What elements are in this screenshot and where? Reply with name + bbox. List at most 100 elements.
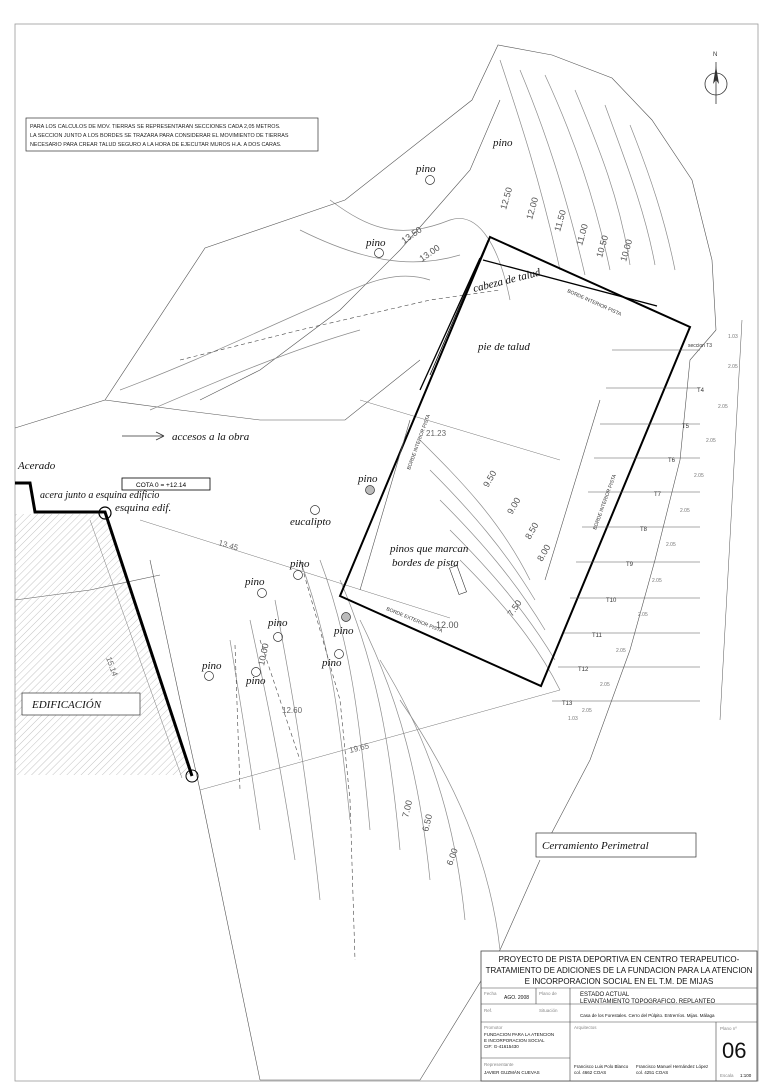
label-seccion-t3: seccion T3 [688,343,712,349]
label-cerramiento: Cerramiento Perimetral [542,840,649,852]
arq2-col: col. 4251 COAS [636,1070,668,1075]
section-label: T12 [578,667,589,673]
fecha-value: AGO. 2008 [504,995,529,1001]
label-cota: COTA 0 = +12.14 [136,482,186,489]
spacing-label: 2.05 [706,438,716,444]
contour-label: 13.50 [399,225,423,246]
label-acerado: Acerado [17,460,56,472]
plano-number: 06 [722,1038,746,1063]
section-label: T6 [668,458,676,464]
label-accesos: accesos a la obra [172,431,250,443]
spacing-label: 2.05 [694,473,704,479]
spacing-label: 2.05 [728,364,738,370]
pino-label: pino [289,558,310,570]
escala-value: 1:100 [740,1073,752,1078]
pino-label: pino [492,137,513,149]
pine-icon [425,175,435,185]
label-acera: acera junto a esquina edificio [40,490,159,501]
note-line-3: NECESARIO PARA CREAR TALUD SEGURO A LA H… [30,142,282,148]
pine-icon [251,667,261,677]
spacing-label: 2.05 [582,708,592,714]
pine-icon [257,588,267,598]
note-line-1: PARA LOS CALCULOS DE MOV. TIERRAS SE REP… [30,124,281,130]
pino-label: pino [333,625,354,637]
contour-lines [119,59,676,951]
sheet-border [14,23,759,1082]
contour-label: 13.00 [417,243,441,264]
building-area [15,481,199,783]
arq2-name: Francisco Manuel Hernández López [636,1064,709,1069]
situacion-label: Situación [539,1008,558,1013]
arq1-col: col. 4662 COAS [574,1070,606,1075]
spacing-label: 2.05 [600,682,610,688]
section-label: T5 [682,424,690,430]
section-label: T8 [640,527,648,533]
project-title-1: PROYECTO DE PISTA DEPORTIVA EN CENTRO TE… [499,955,740,964]
spacing-label: 2.05 [666,542,676,548]
label-borde-int-3: BORDE INTERIOR PISTA [592,473,618,531]
spacing-label: 2.05 [616,648,626,654]
section-label: T7 [654,492,662,498]
spacing-label: 2.05 [718,404,728,410]
pine-icon [341,612,351,622]
cerramiento-box [535,832,697,858]
representante-value: JAVIER GUZMÁN CUEVAS [484,1069,540,1075]
contour-label: 11.00 [574,223,590,247]
label-pie-talud: pie de talud [477,341,530,353]
section-label: T4 [697,388,705,394]
north-arrow-icon [704,62,728,104]
section-label: T9 [626,562,634,568]
dim-label: 13.45 [217,538,239,552]
cota-box [121,477,211,491]
escala-label: Escala [720,1073,734,1078]
north-label: N [713,52,717,58]
plano-value-1: ESTADO ACTUAL [580,992,630,998]
plano-value-2: LEVANTAMIENTO TOPOGRAFICO. REPLANTEO [580,999,715,1005]
label-borde-int-2: BORDE INTERIOR PISTA [406,413,432,471]
contour-label: 11.50 [552,209,568,233]
eucalyptus-icon [310,505,320,515]
dashed-lines [179,289,501,961]
contour-label: 9.00 [505,496,522,516]
pine-icon [334,649,344,659]
label-edificacion: EDIFICACIÓN [31,699,102,711]
label-pinos-marcan-2: bordes de pista [392,557,459,569]
pino-label: pino [267,617,288,629]
tree-symbols [204,175,435,681]
contour-label: 8.50 [523,521,540,541]
ref-label: Ref. [484,1008,492,1013]
pino-label: pino [321,657,342,669]
label-pinos-marcan-1: pinos que marcan [389,543,469,555]
pino-label: pino [365,237,386,249]
building-corner-2-icon [185,769,199,783]
situacion-value: Casa de los Forestales. Cerro del Púlpit… [580,1013,715,1018]
spacing-label: 1.03 [728,334,738,340]
promotor-value-2: E INCORPORACION SOCIAL [484,1038,545,1043]
pino-label: pino [415,163,436,175]
project-title-2: TRATAMIENTO DE ADICIONES DE LA FUNDACION… [486,966,753,975]
contour-label: 12.00 [436,620,459,630]
spacing-label: 2.05 [638,612,648,618]
section-label: T13 [562,701,573,707]
note-line-2: LA SECCION JUNTO A LOS BORDES SE TRAZARA… [30,133,289,139]
arq1-name: Francisco Luis Polo Blanco [574,1064,629,1069]
section-lines [552,319,743,721]
contour-label: 10.00 [618,238,634,262]
building-corner-icon [98,506,112,520]
promotor-label: Promotor [484,1025,503,1030]
sports-court [338,235,692,688]
promotor-value-3: CIF: G-41615430 [484,1044,519,1049]
contour-label: 12.50 [498,186,514,210]
spacing-label: 2.05 [652,578,662,584]
contour-label: 9.50 [481,469,498,489]
pino-label-extra: pino [201,660,222,672]
spacing-label: 2.05 [680,508,690,514]
dim-label: 21.23 [426,429,447,438]
pine-icon [204,671,214,681]
plano-n-label: Plano nº [720,1026,737,1031]
contour-label: 10.50 [594,234,610,258]
section-label: T10 [606,598,617,604]
section-spacing-labels: 1.03 2.05 2.05 2.05 2.05 2.05 2.05 2.05 … [568,334,738,722]
fecha-label: Fecha [484,991,497,996]
